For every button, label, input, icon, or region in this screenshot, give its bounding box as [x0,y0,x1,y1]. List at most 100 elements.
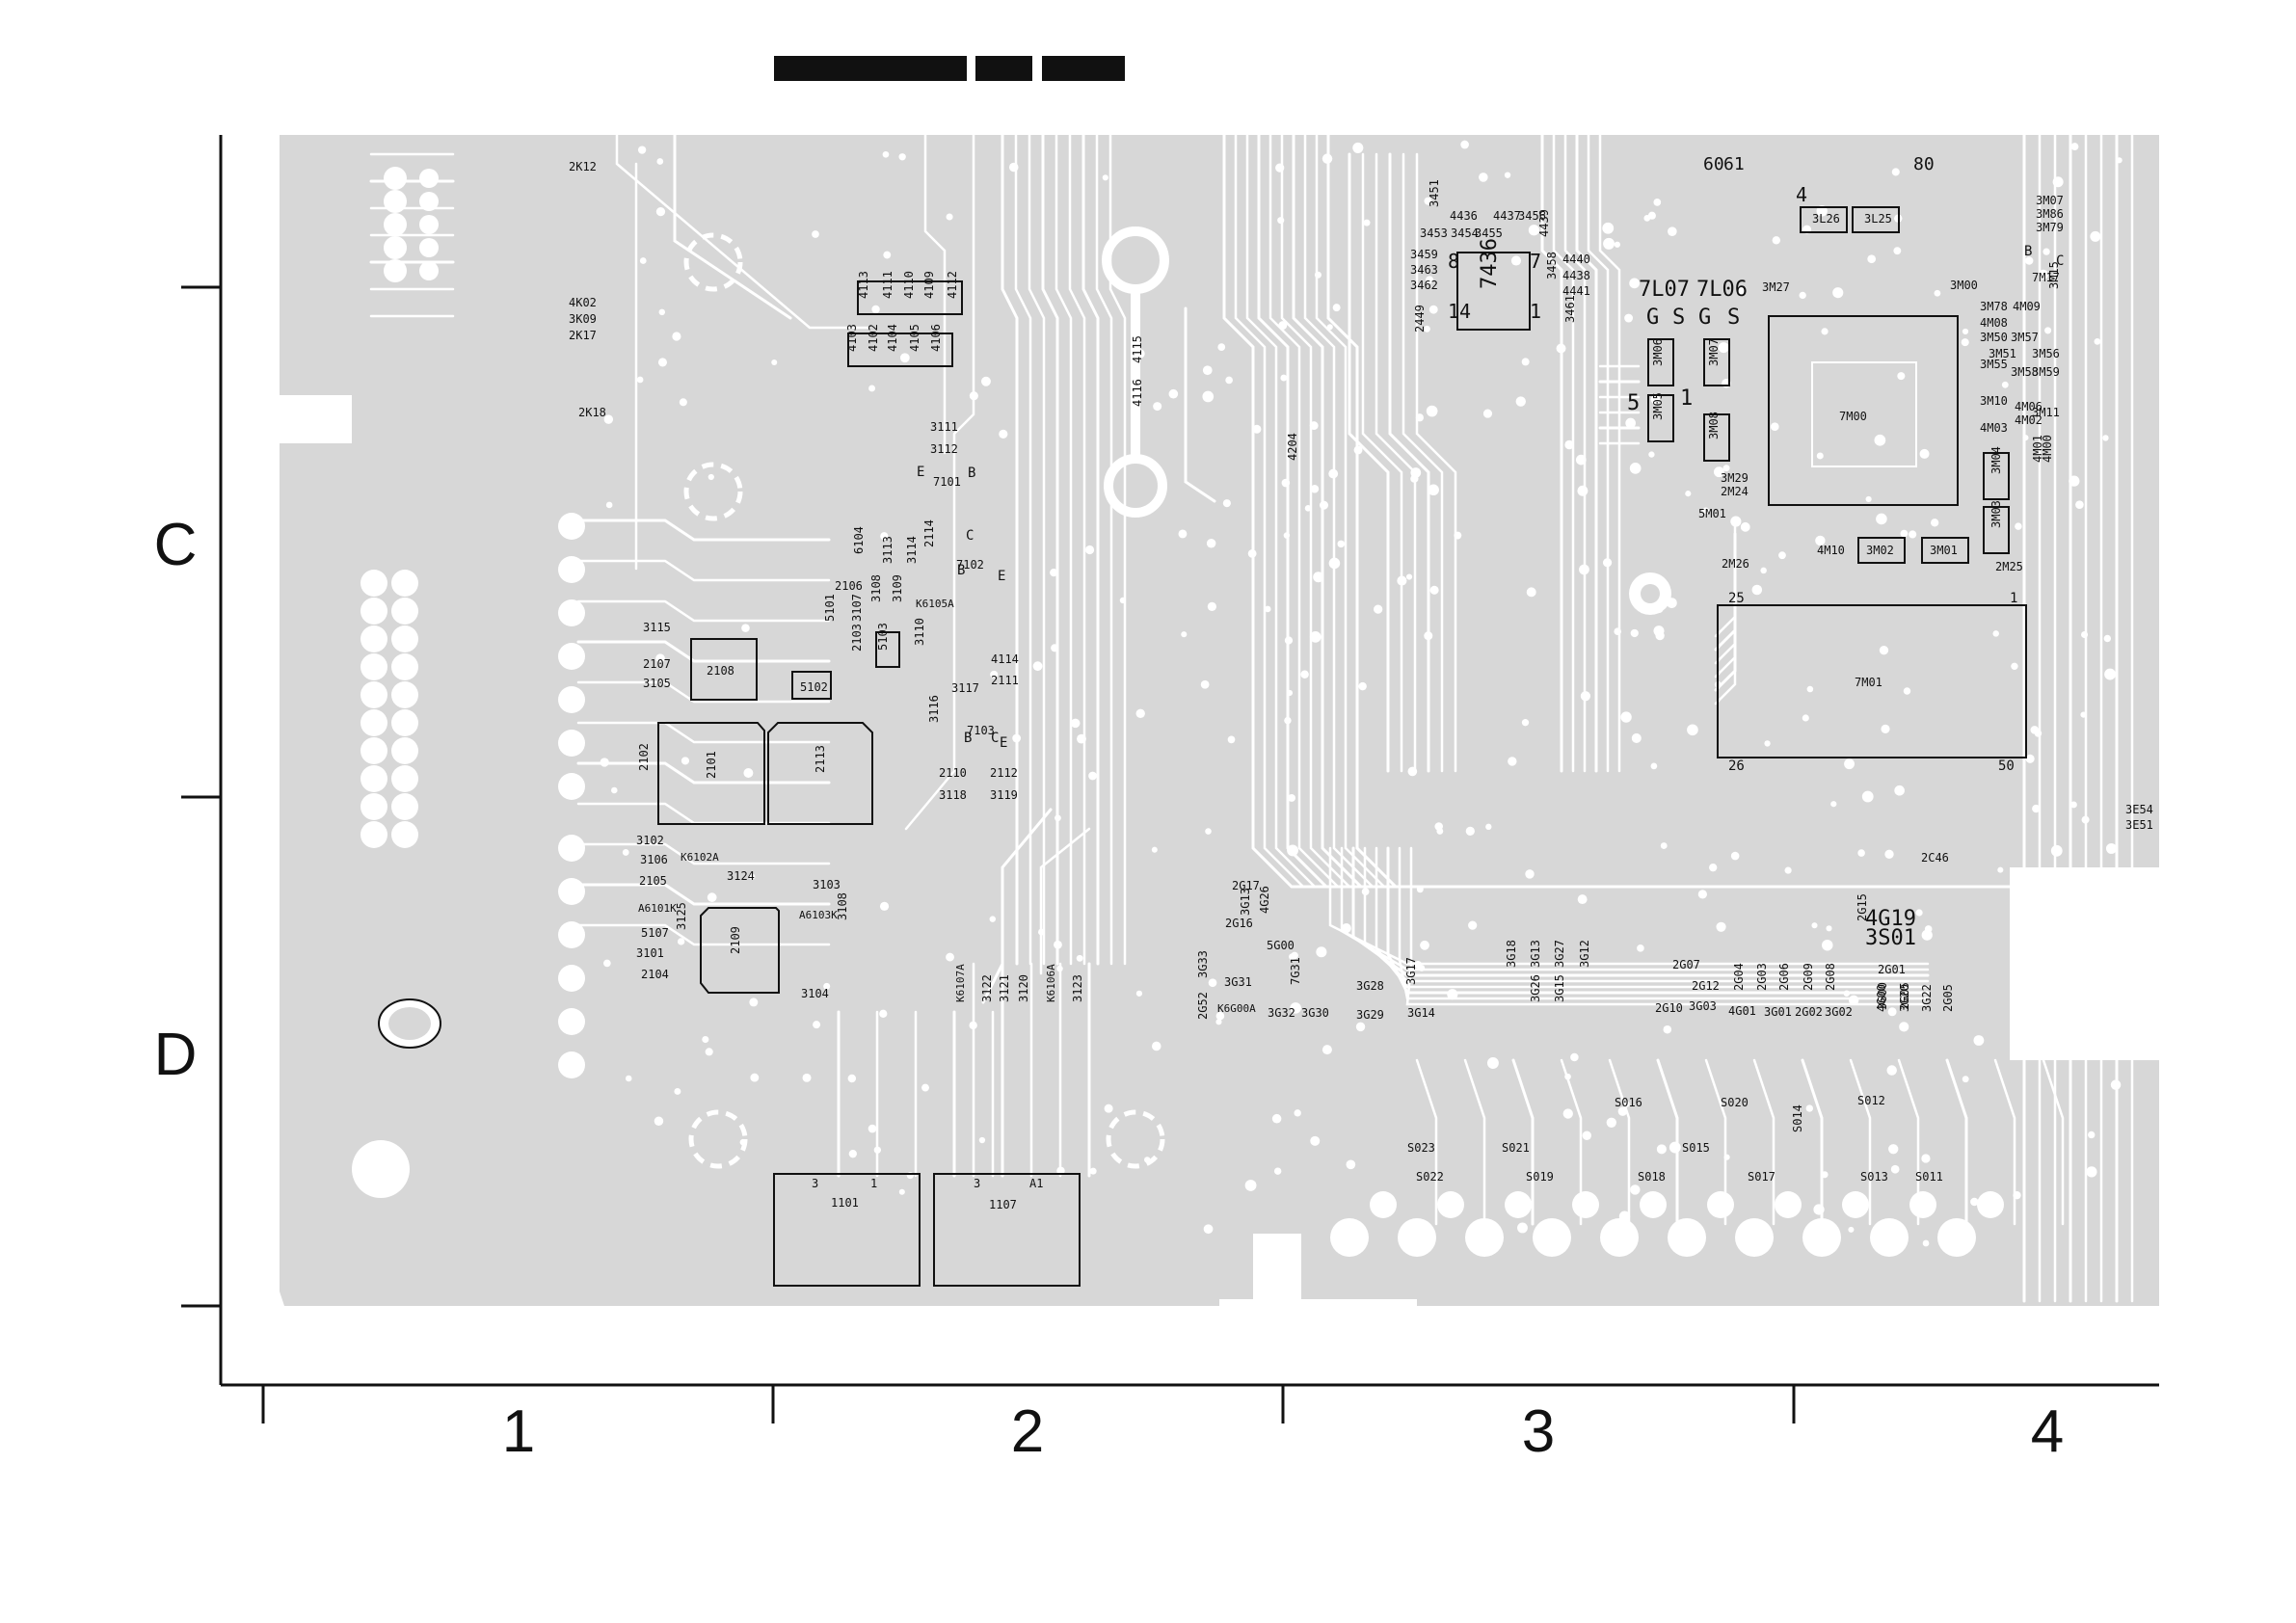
component-label: 3M01 [1930,544,1958,557]
via [741,624,750,632]
via [391,793,418,820]
component-label: 7M01 [1855,676,1882,689]
via [978,1136,986,1144]
via [558,686,585,713]
component-label: 3M27 [1762,280,1790,294]
via [1707,1191,1734,1218]
via [655,653,665,663]
via [2011,662,2018,671]
component-label: 4106 [929,324,943,352]
via [1135,708,1145,719]
component-label: 3M78 [1980,300,2008,313]
component-label: 3M08 [1707,412,1721,439]
trace [1068,133,1086,966]
via [600,758,609,767]
via [1397,575,1407,586]
component-label: 3G17 [1404,957,1418,985]
via [1668,1218,1706,1257]
via [558,921,585,948]
component-label: 3M06 [1651,338,1665,366]
via [1203,1224,1214,1235]
ic-3M03 [1983,506,2010,554]
via [1314,271,1322,279]
via [1899,1022,1909,1032]
component-label: 3117 [951,681,979,695]
component-label: 3M56 [2032,347,2060,360]
via [883,251,892,259]
component-label: 3M07 [1707,338,1721,366]
component-label: S021 [1502,1141,1530,1155]
via [1008,162,1019,173]
via [1697,890,1707,899]
via [1816,452,1824,460]
via [1934,289,1941,297]
via [391,625,418,652]
via [2001,381,2009,388]
via [1802,714,1809,722]
via [558,1008,585,1035]
via [1884,849,1894,859]
via [2069,801,2077,809]
via [1407,766,1418,777]
via [1893,247,1902,255]
pin-number: 80 [1913,154,1935,174]
grid-labels: C D 1 2 3 4 [154,512,2065,1465]
component-label: 4105 [908,324,921,352]
via [1890,1164,1900,1174]
via [1104,1104,1113,1113]
via [1208,978,1217,988]
via [1606,1117,1616,1128]
component-label: 2107 [643,657,671,671]
component-label: 4112 [946,271,959,299]
via [1962,328,1969,335]
via [1973,1035,1985,1046]
ic-outline-2113 [767,722,873,825]
via [657,358,667,367]
via [2081,815,2090,824]
component-label: 3L25 [1864,212,1892,226]
trace [1752,1058,1775,1226]
via [1830,801,1837,808]
pin-letter: C [2056,253,2064,269]
via [360,625,387,652]
via [1874,434,1886,446]
component-label: 3114 [905,536,919,564]
component-label: 4204 [1286,433,1299,461]
via [2025,754,2035,763]
trace [1001,133,1019,966]
via [655,206,666,217]
component-label: 3459 [1410,248,1438,261]
component-label: 2106 [835,579,863,593]
via [771,359,778,365]
via [1277,217,1285,225]
via [1286,689,1294,697]
pin-number: 3 [812,1177,818,1190]
trace [1041,133,1059,966]
via [748,873,756,880]
via [2083,1024,2096,1036]
via [1799,291,1806,300]
via [1629,278,1641,289]
via [1655,630,1665,641]
component-label: 2G12 [1692,979,1720,993]
component-label: 4M01 [2031,435,2044,463]
component-label: 4102 [867,324,880,352]
via [1038,928,1045,936]
component-label: 2C46 [1921,851,1949,865]
via [1623,1101,1630,1107]
col-label-2: 2 [1011,1398,1044,1465]
trace [1081,133,1100,966]
via [1857,849,1865,857]
via [879,1009,888,1018]
via [558,965,585,992]
trace [1014,133,1032,966]
via [1070,718,1081,729]
component-label: 3463 [1410,263,1438,277]
component-label: 6104 [852,526,866,554]
component-label: 3G15 [1553,974,1566,1002]
via [1346,1159,1356,1170]
via [1521,718,1530,727]
via [1811,922,1818,929]
trace [923,133,947,455]
